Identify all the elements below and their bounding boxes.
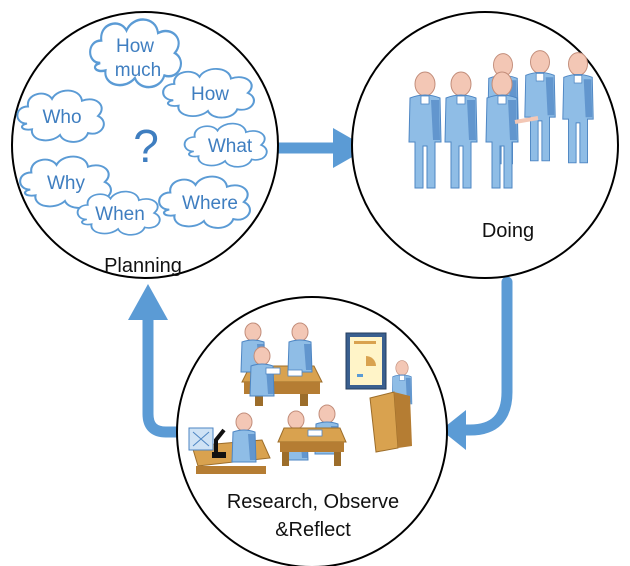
cloud-text-how: How [116, 36, 154, 57]
arrow-planning-to-doing [266, 128, 368, 168]
cloud-text-where: Where [182, 193, 238, 214]
cloud-text-how-2: How [191, 84, 229, 105]
doing-node: Doing [351, 11, 619, 279]
people-group-icon [408, 50, 594, 189]
microscope-icon [188, 412, 271, 474]
arrow-doing-to-research [441, 276, 513, 450]
desk-worker-icon [277, 404, 347, 466]
research-label-line-2: &Reflect [275, 519, 351, 541]
cloud-text-much: much [115, 60, 161, 81]
doing-label: Doing [482, 220, 534, 242]
cloud-text-who: Who [42, 107, 81, 128]
cloud-text-when: When [95, 204, 145, 225]
presenter-icon [345, 332, 413, 453]
planning-node: ? How much How Who What Why Where When P… [11, 11, 279, 279]
research-label-line-1: Research, Observe [227, 491, 399, 513]
question-cloud-icon: ? How much How Who What Why Where When [16, 18, 268, 236]
cloud-text-why: Why [47, 173, 86, 194]
cloud-text-what: What [208, 136, 253, 157]
arrow-research-to-planning [128, 284, 192, 438]
meeting-icon [240, 322, 323, 406]
question-mark: ? [133, 120, 159, 172]
planning-label: Planning [104, 255, 182, 277]
research-node: Research, Observe &Reflect [176, 296, 448, 566]
